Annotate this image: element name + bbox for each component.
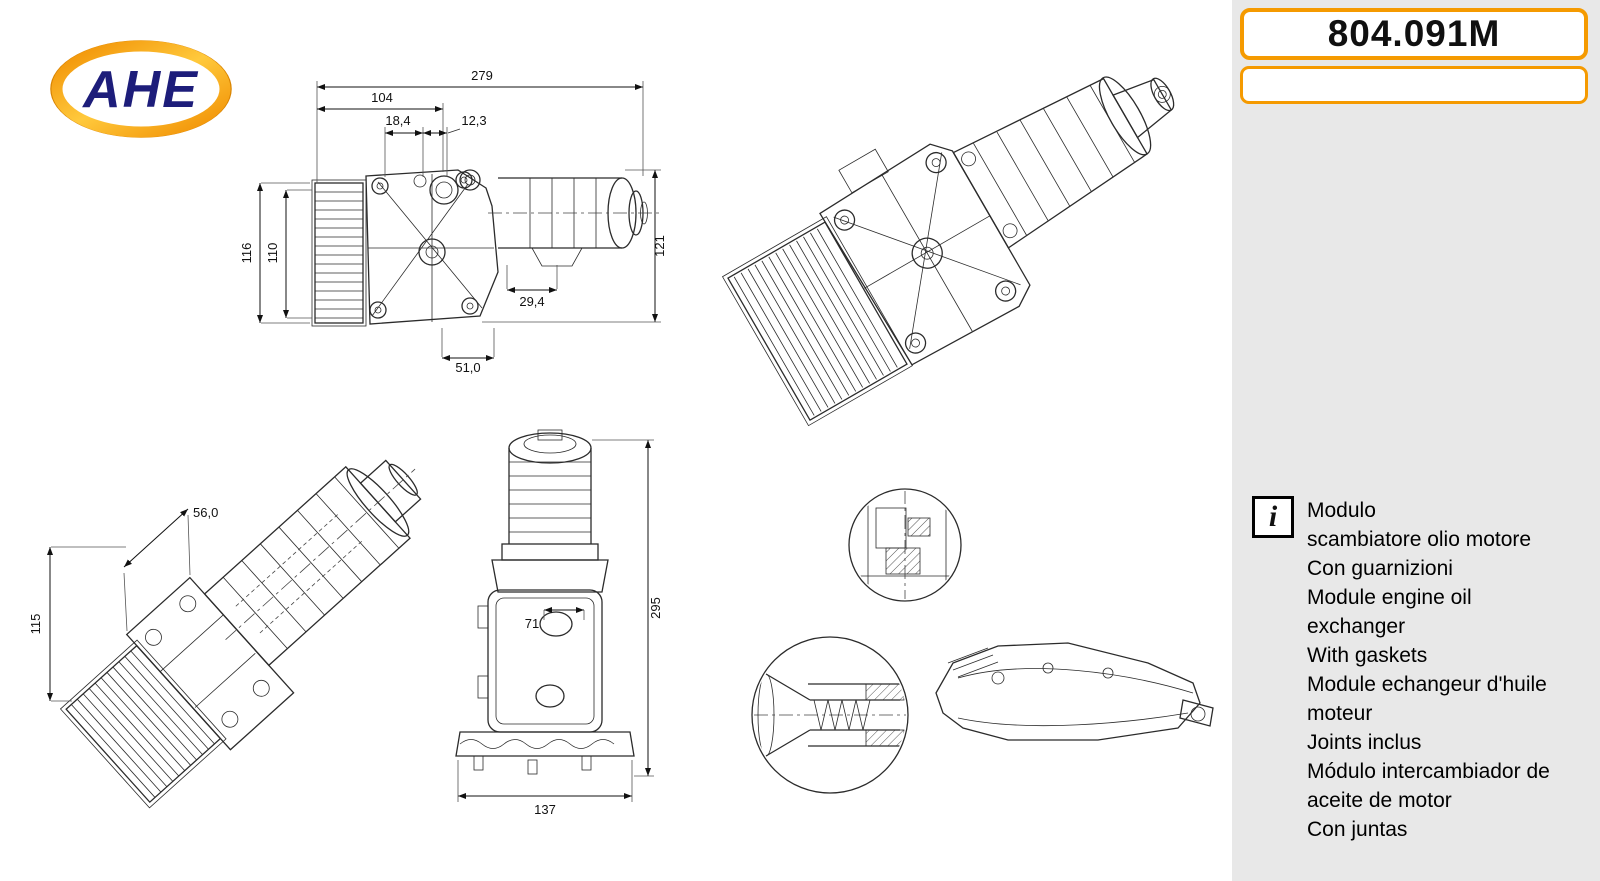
- filter-housing: [488, 177, 662, 267]
- dim-label: 18,4: [385, 113, 410, 128]
- description-line: Módulo intercambiador de aceite de motor: [1307, 760, 1550, 812]
- vertical-base-flange: [455, 731, 635, 775]
- mounting-plate: [365, 169, 499, 325]
- vertical-cooler-body: [477, 559, 609, 733]
- right-info-panel: [1232, 0, 1600, 881]
- drawing-side-view: 56,0 115: [28, 459, 422, 809]
- dim-label: 116: [239, 243, 254, 264]
- description-line: Con guarnizioni: [1307, 557, 1453, 580]
- product-description: i Modulo scambiatore olio motore Con gua…: [1252, 496, 1588, 844]
- description-line: Module echangeur d'huile moteur: [1307, 673, 1547, 725]
- side-view-dimensions: 56,0 115: [28, 505, 218, 702]
- dim-label: 51,0: [455, 360, 480, 375]
- ahe-logo-icon: AHE: [50, 40, 232, 138]
- dim-label: 71: [525, 616, 539, 631]
- dim-label: 295: [648, 597, 663, 619]
- detail-circle-a: [848, 488, 962, 602]
- side-filter-housing: [203, 459, 422, 667]
- part-number: 804.091M: [1327, 13, 1501, 54]
- dim-label: 279: [471, 68, 493, 83]
- logo-text: AHE: [81, 61, 199, 119]
- side-mounting-plate: [125, 576, 295, 751]
- drawing-isometric-view: [721, 76, 1175, 427]
- front-view-dimensions: 279 104 18,4 12,3 116 110 121 29,4 51,0: [239, 68, 667, 375]
- brand-logo: AHE: [45, 36, 240, 146]
- drawing-front-view: 279 104 18,4 12,3 116 110 121 29,4 51,0: [239, 68, 667, 375]
- description-line: Module engine oil exchanger: [1307, 586, 1472, 638]
- description-line: Joints inclus: [1307, 731, 1422, 754]
- dim-label: 29,4: [519, 294, 544, 309]
- section-side-view: [935, 642, 1214, 741]
- description-line: Modulo scambiatore olio motore: [1307, 499, 1532, 551]
- dim-label: 12,3: [461, 113, 486, 128]
- info-icon-glyph: i: [1268, 500, 1278, 533]
- dim-label: 121: [652, 235, 667, 257]
- info-icon: i: [1252, 496, 1294, 538]
- dim-label: 104: [371, 90, 393, 105]
- dim-label: 115: [28, 614, 43, 635]
- cooler-fin-block: [311, 179, 367, 327]
- detail-circle-b: [751, 636, 909, 794]
- description-text: Modulo scambiatore olio motore Con guarn…: [1307, 496, 1575, 844]
- dim-label: 56,0: [193, 505, 218, 520]
- iso-mounting-plate: [819, 143, 1031, 366]
- part-number-box: 804.091M: [1240, 8, 1588, 60]
- drawing-detail-views: [751, 488, 1214, 794]
- side-fin-block: [59, 639, 227, 809]
- dim-label: 110: [265, 243, 280, 264]
- secondary-reference-box: [1240, 66, 1588, 104]
- description-line: Con juntas: [1307, 818, 1408, 841]
- vertical-view-dimensions: 71 295 137: [457, 439, 663, 817]
- iso-filter-housing: [952, 76, 1175, 249]
- dim-label: 137: [534, 802, 556, 817]
- description-line: With gaskets: [1307, 644, 1428, 667]
- drawing-vertical-view: 71 295 137: [455, 429, 663, 817]
- vertical-filter-housing: [501, 429, 599, 561]
- iso-fin-block: [721, 216, 913, 427]
